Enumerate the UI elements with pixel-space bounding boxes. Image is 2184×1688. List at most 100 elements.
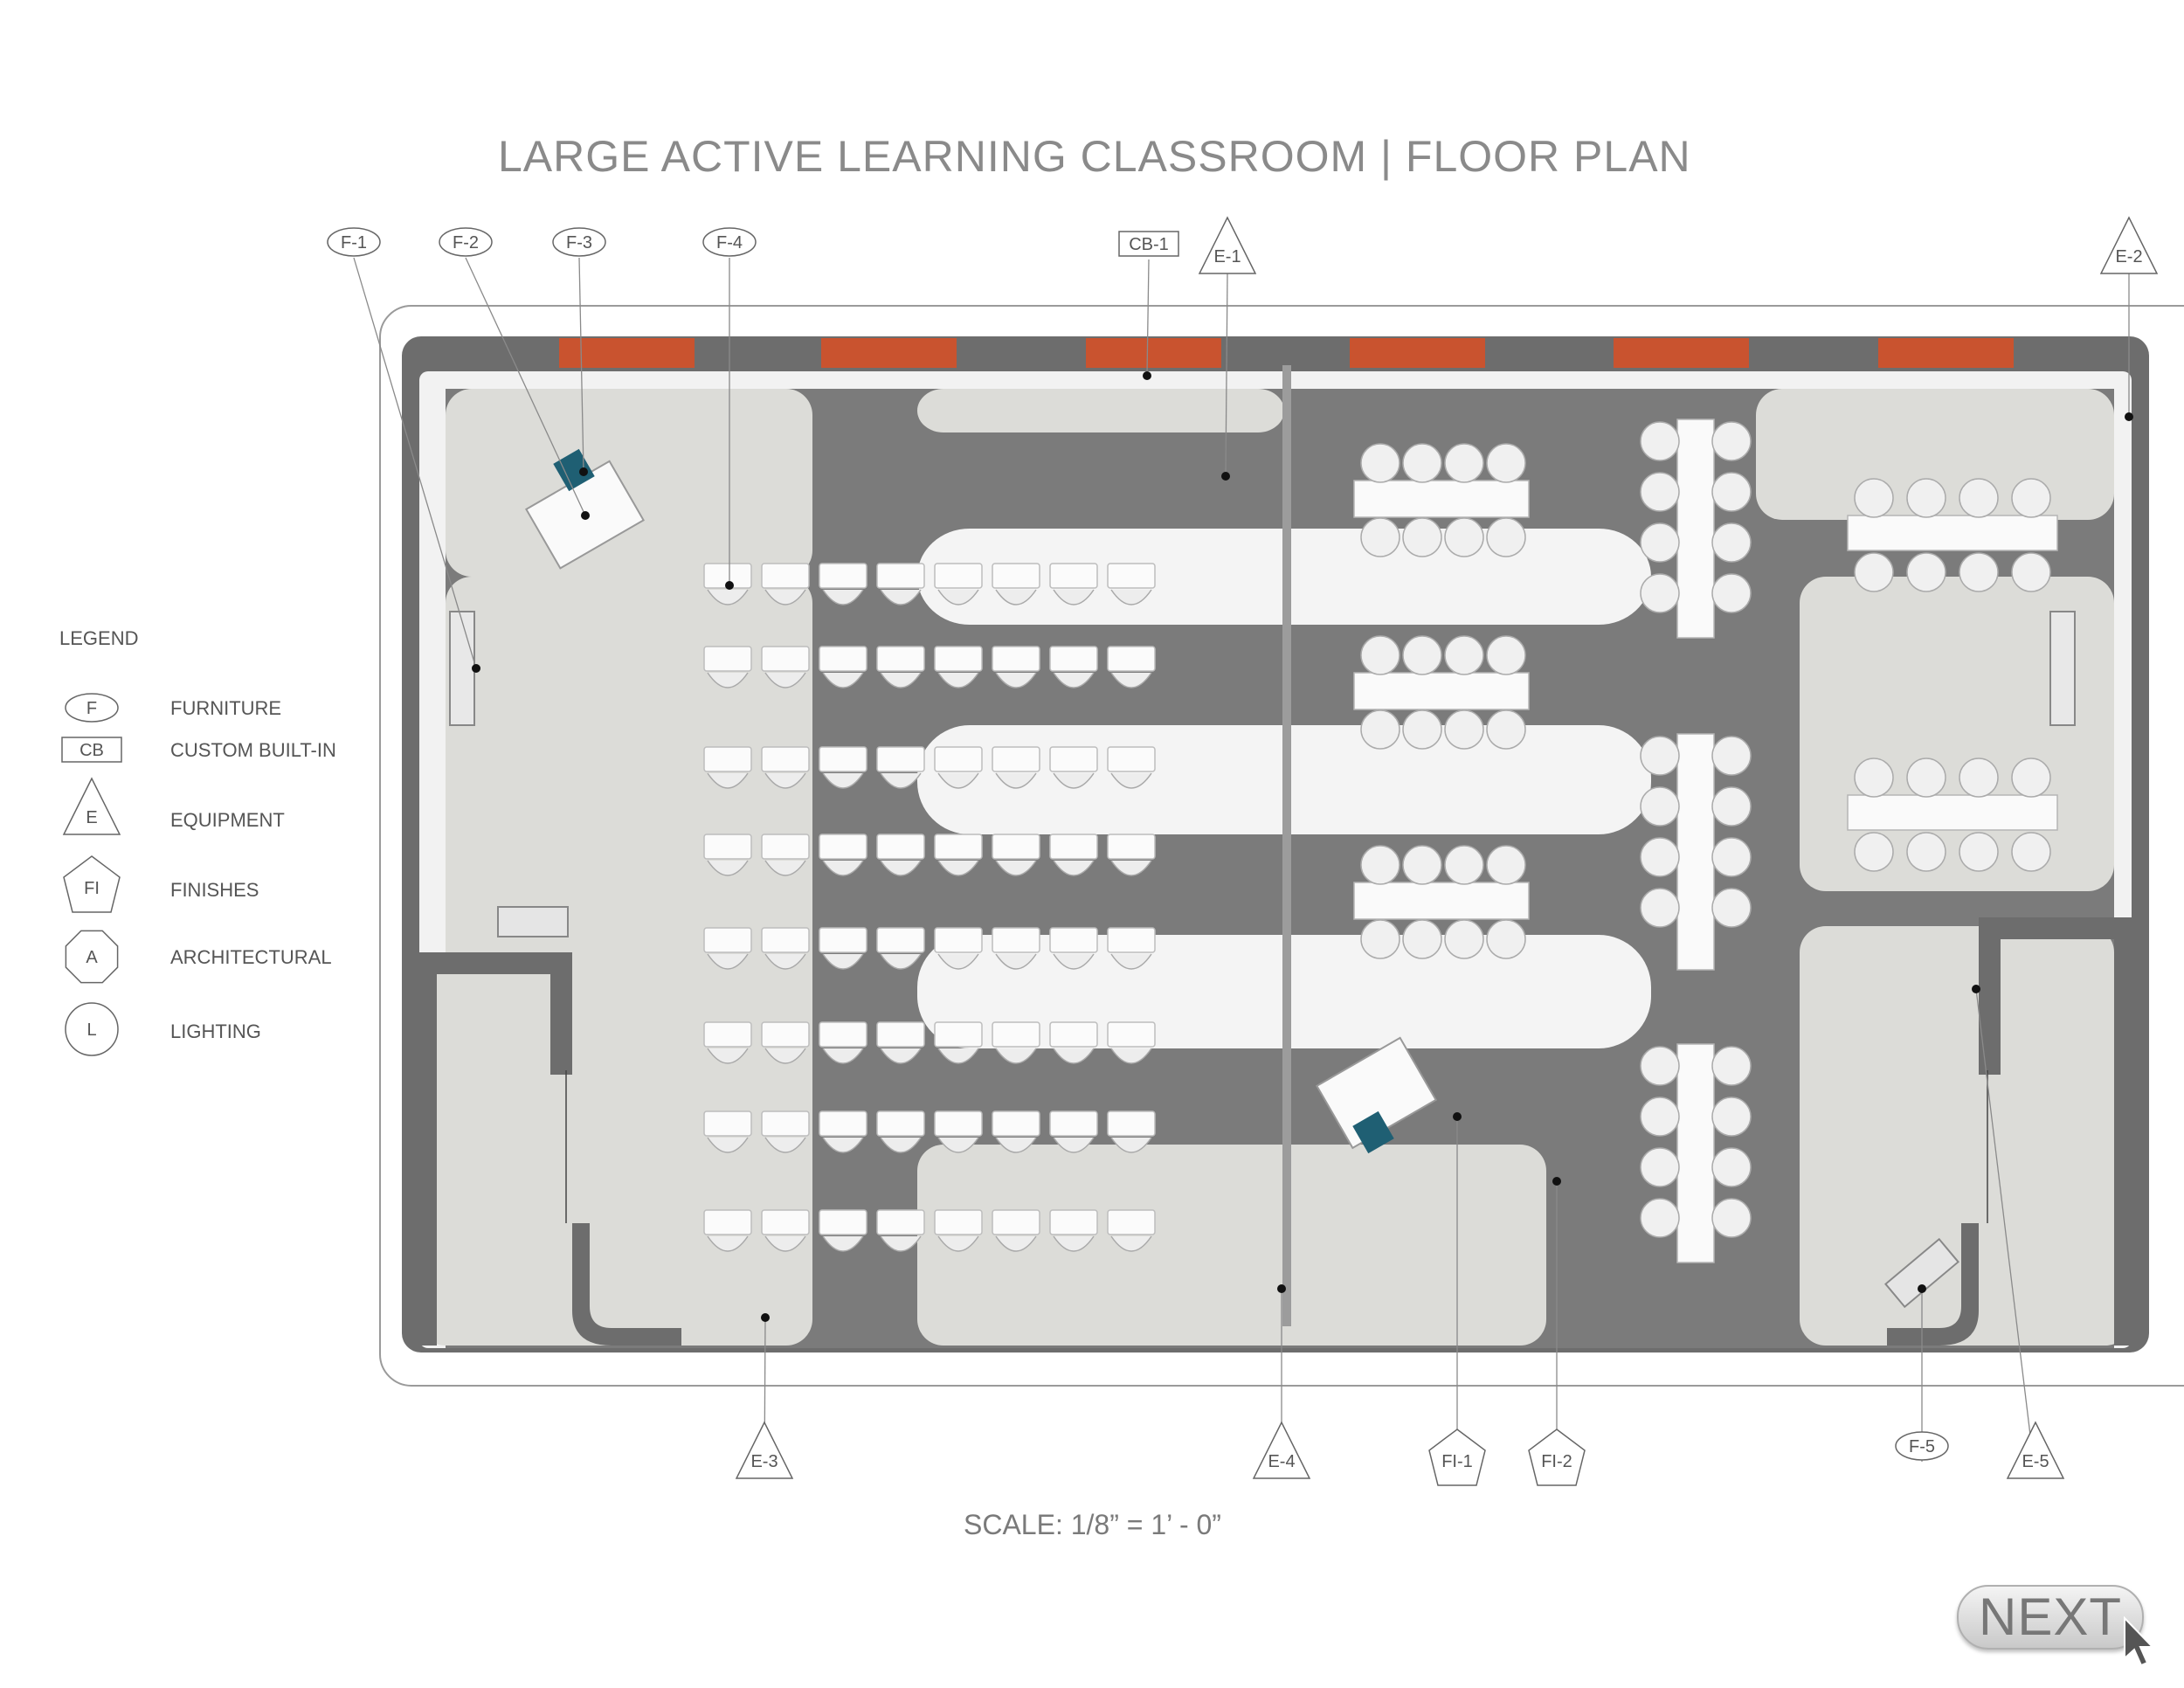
chair [1053,589,1095,605]
desk [934,834,983,860]
long-table-chair [1711,888,1752,928]
chair [995,1048,1037,1064]
desk [876,1209,925,1235]
scale-note: SCALE: 1/8” = 1’ - 0” [964,1509,1221,1540]
chair [880,1235,922,1252]
chair [764,953,806,970]
desk [819,563,867,589]
desk [1107,834,1156,860]
tag-top-f-1-leader [353,257,477,669]
desk [1049,927,1098,953]
tag-bottom-e-4: E-4 [1252,1284,1311,1479]
entry-door-jamb-left [572,1223,681,1346]
legend-title: LEGEND [59,627,139,649]
tag-top-e-1-leader [1225,273,1228,477]
tag-top-f-4-anchor [725,581,734,590]
desk [703,834,752,860]
chair [764,672,806,688]
tag-top-e-2-triangle [2099,216,2159,274]
desk [1049,1021,1098,1048]
right-table-chair [1906,832,1946,872]
chair [1053,772,1095,789]
chair [1110,589,1152,605]
chair [1110,860,1152,876]
chair [707,860,749,876]
tag-top-e-1-anchor [1221,472,1230,481]
chair [1053,672,1095,688]
team-chair [1360,635,1400,675]
chair [822,1137,864,1153]
desk [1107,1110,1156,1137]
desk [1107,1209,1156,1235]
long-table-chair [1711,472,1752,512]
tag-top-f-2-leader [465,257,586,516]
team-chair [1486,845,1526,885]
chair [937,589,979,605]
chair [707,1137,749,1153]
podium-teal-seat-bottom [1352,1110,1394,1154]
long-table-chair [1640,1198,1680,1238]
chair [764,772,806,789]
legend-symbol-finishes-pentagon [63,855,121,913]
right-table-chair [1854,552,1894,592]
desk [1107,746,1156,772]
chair [937,860,979,876]
window-4 [1350,338,1485,368]
tag-top-e-1-text: E-1 [1213,247,1241,266]
desk [876,563,925,589]
tag-top-e-1: E-1 [1198,216,1257,481]
entry-wall-left [419,952,572,1346]
tag-top-e-1-triangle [1198,216,1257,274]
tag-bottom-e-5-text: E-5 [2022,1452,2049,1471]
long-table-chair [1711,1097,1752,1137]
tag-bottom-fi-1-text: FI-1 [1441,1452,1473,1471]
legend-symbol-custom-built-in: CB [61,737,122,763]
chair [937,672,979,688]
chair [707,953,749,970]
next-button[interactable]: NEXT [1957,1585,2144,1650]
desk [992,646,1040,672]
carpet-light-entry-right [2001,970,2132,1346]
desk [703,1110,752,1137]
team-chair [1402,709,1442,750]
long-table-1 [1676,419,1715,639]
chair [822,860,864,876]
tag-top-f-2-anchor [581,511,590,520]
chair [1053,860,1095,876]
right-table-chair [1906,552,1946,592]
chair [1110,1137,1152,1153]
desk [1049,746,1098,772]
tag-top-f-1-anchor [472,664,480,673]
carpet-light-bottom-mid [917,1145,1546,1346]
desk [819,746,867,772]
chair [707,672,749,688]
tag-bottom-fi-2: FI-2 [1528,1177,1586,1486]
legend-label-finishes: FINISHES [170,879,259,901]
tag-bottom-e-3-triangle [735,1421,794,1479]
desk [992,1110,1040,1137]
right-table-chair [1906,478,1946,518]
right-tables [1847,478,2058,872]
desk [876,927,925,953]
desk [876,834,925,860]
long-table-chair [1711,573,1752,613]
long-table-chair [1711,522,1752,563]
desk [761,1209,810,1235]
tag-bottom-fi-2-anchor [1552,1177,1561,1186]
chair [707,1235,749,1252]
carpet-light-top-mid [917,389,1284,432]
window-6 [1878,338,2014,368]
desk [819,1209,867,1235]
team-chair [1486,443,1526,483]
window-3 [1086,338,1221,368]
chair [995,860,1037,876]
team-tables [1353,443,1530,959]
team-chair [1444,517,1484,557]
tag-top-f-3-leader [578,257,584,473]
chair [822,672,864,688]
long-table-chair [1640,522,1680,563]
long-table-chair [1640,837,1680,877]
tag-bottom-f-5-anchor [1918,1284,1926,1293]
long-table-chair [1640,736,1680,776]
